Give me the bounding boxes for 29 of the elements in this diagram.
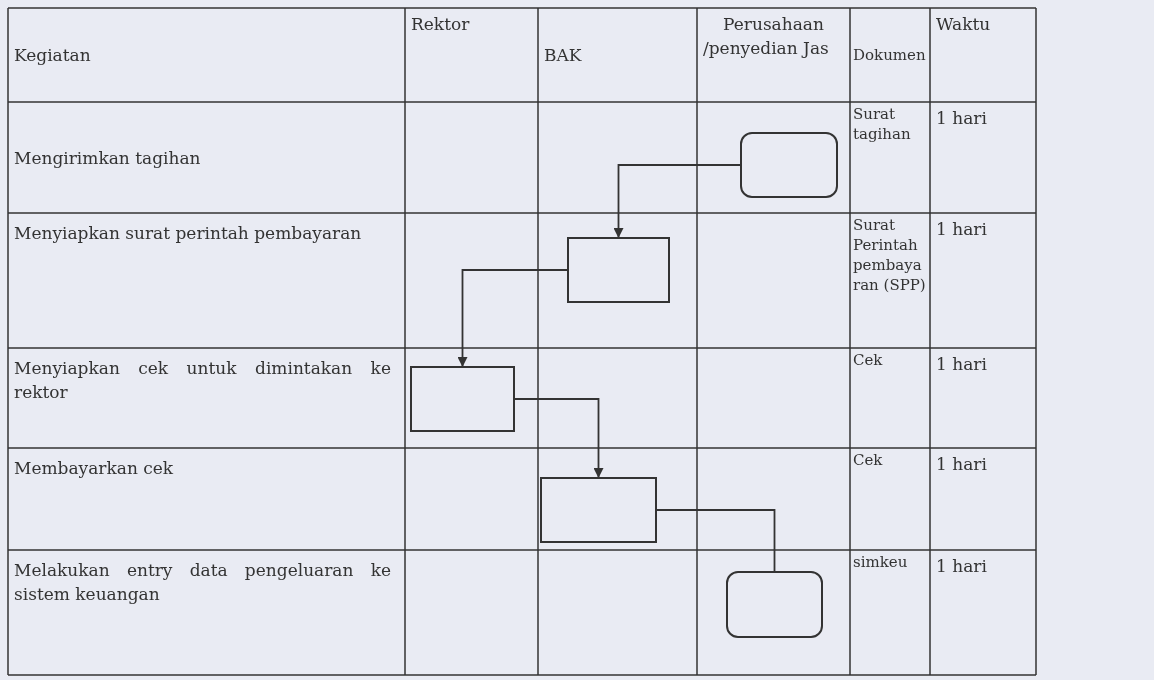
duration-text: 1 hari [936, 555, 988, 578]
terminal-box [740, 132, 838, 198]
process-box [567, 237, 670, 303]
duration-text: 1 hari [936, 218, 988, 241]
column-header: BAK [544, 44, 583, 67]
duration-text: 1 hari [936, 107, 988, 130]
document-text: Surat Perintah pembayaran (SPP) [853, 215, 927, 295]
connector-arrow [613, 164, 741, 238]
connector-arrow [457, 269, 568, 367]
activity-text: Menyiapkan cek untuk dimintakan ke rektor [14, 357, 392, 404]
terminal-box [726, 571, 823, 638]
column-header: Waktu [936, 13, 992, 36]
column-header: Dokumen [853, 45, 927, 65]
activity-text: Membayarkan cek [14, 457, 175, 480]
column-header: Rektor [411, 13, 471, 36]
document-text: Surat tagihan [853, 104, 912, 144]
column-header: Kegiatan [14, 44, 92, 67]
activity-text: Melakukan entry data pengeluaran ke sistem keuangan [14, 559, 392, 606]
activity-text: Menyiapkan surat perintah pembayaran [14, 222, 363, 245]
duration-text: 1 hari [936, 453, 988, 476]
document-text: Cek [853, 350, 884, 370]
duration-text: 1 hari [936, 353, 988, 376]
process-box [540, 477, 657, 543]
process-box [410, 366, 515, 432]
document-text: simkeu [853, 552, 909, 572]
activity-text: Mengirimkan tagihan [14, 146, 202, 170]
column-header: Perusahaan /penyedian Jas [703, 13, 830, 60]
document-text: Cek [853, 450, 884, 470]
connector-arrow [514, 398, 604, 478]
